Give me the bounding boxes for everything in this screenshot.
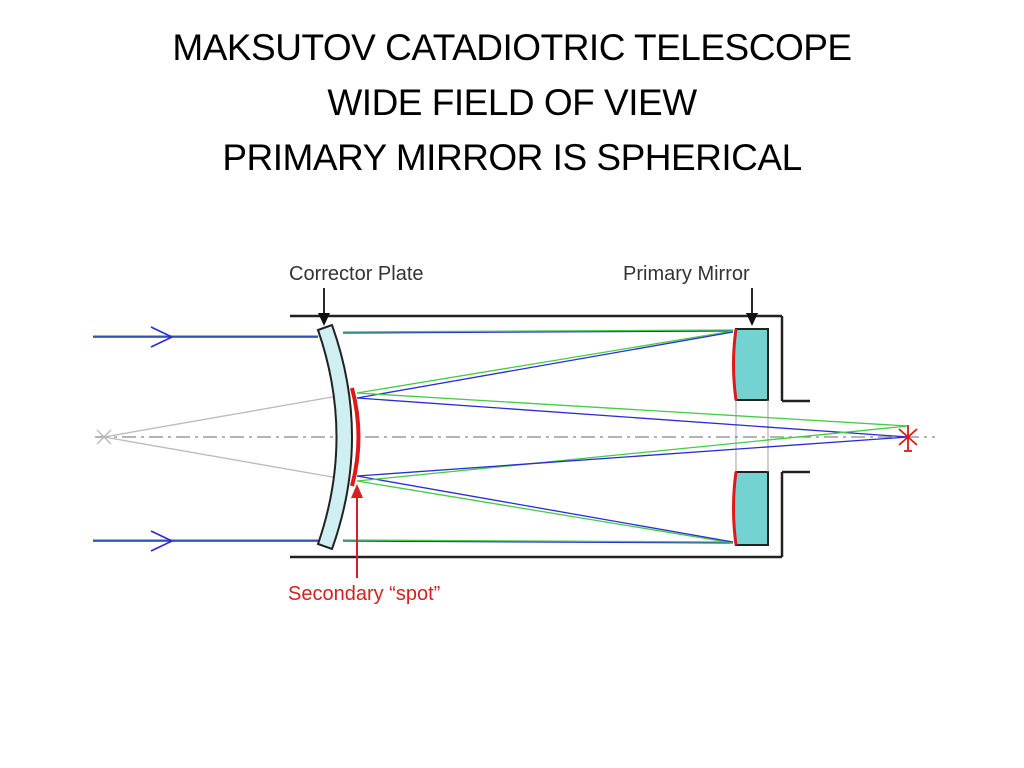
secondary-spot-label: Secondary “spot” — [288, 583, 440, 605]
telescope-tube — [290, 314, 810, 559]
corrector-plate-label: Corrector Plate — [289, 263, 424, 285]
virtual-rays — [103, 395, 339, 479]
corrector-plate-pointer — [318, 288, 330, 326]
primary-mirror — [732, 328, 769, 546]
virtual-focus-x-icon — [96, 429, 112, 445]
arrow-up-icon — [351, 484, 363, 498]
rays-to-primary — [342, 329, 734, 544]
rays-to-focus — [356, 392, 909, 482]
corrector-plate — [316, 323, 353, 551]
rays-to-secondary — [356, 330, 734, 544]
title-line-3: PRIMARY MIRROR IS SPHERICAL — [222, 137, 802, 178]
primary-mirror-label: Primary Mirror — [623, 263, 750, 285]
primary-mirror-coating — [732, 328, 738, 401]
title-line-2: WIDE FIELD OF VIEW — [327, 82, 697, 123]
incoming-rays — [93, 335, 318, 542]
secondary-spot-pointer — [351, 484, 363, 578]
title-line-1: MAKSUTOV CATADIOTRIC TELESCOPE — [172, 27, 852, 68]
incoming-ray-arrow-icon — [150, 326, 174, 552]
arrow-down-icon — [318, 313, 330, 326]
focus-star-icon — [898, 425, 918, 452]
arrow-down-icon — [746, 313, 758, 326]
slide-title: MAKSUTOV CATADIOTRIC TELESCOPE WIDE FIEL… — [0, 20, 1024, 185]
secondary-spot — [350, 387, 361, 487]
primary-mirror-pointer — [746, 288, 758, 326]
